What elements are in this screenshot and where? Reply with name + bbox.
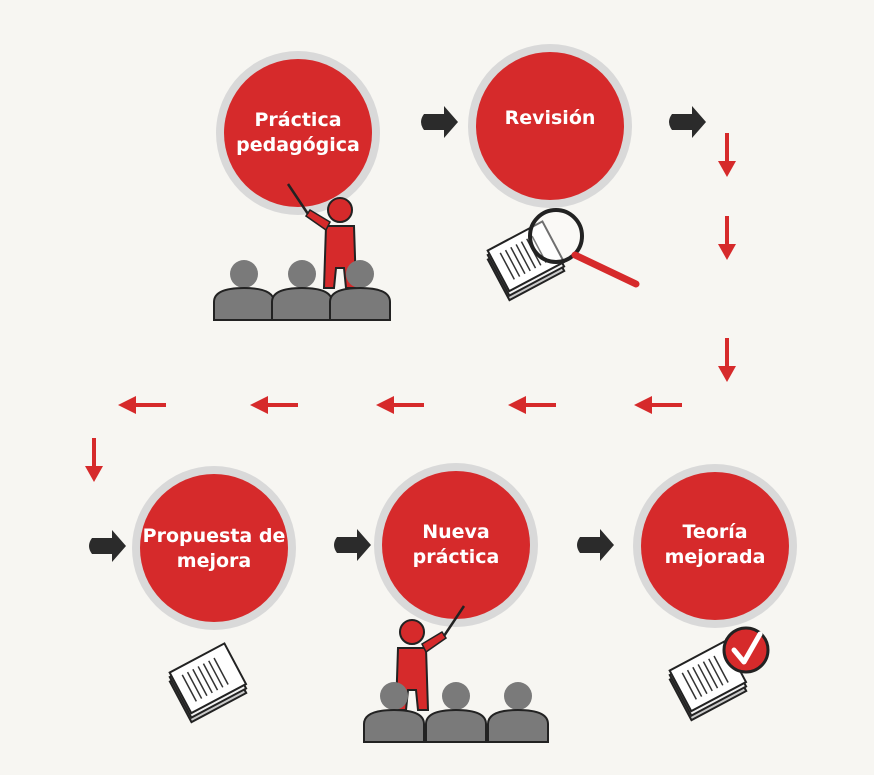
red-arrow-down-icon	[716, 336, 738, 384]
red-arrow-left-icon	[248, 394, 300, 416]
node-propuesta-de-mejora	[132, 466, 296, 630]
document-icon	[168, 642, 248, 724]
connector-arrow-icon	[334, 529, 371, 561]
connector-arrow-icon	[577, 529, 614, 561]
red-arrow-left-icon	[632, 394, 684, 416]
red-arrow-down-icon	[716, 214, 738, 262]
node-label-propuesta-de-mejora: Propuesta de mejora	[142, 525, 286, 572]
red-arrow-down-icon	[716, 131, 738, 179]
node-label-practica-pedagogica: Práctica pedagógica	[236, 109, 360, 156]
node-revision	[468, 44, 632, 208]
node-label-nueva-practica: Nueva práctica	[412, 521, 500, 568]
teacher-with-audience-icon	[213, 182, 391, 321]
red-arrow-left-icon	[116, 394, 168, 416]
node-teoria-mejorada	[633, 464, 797, 628]
connector-arrow-icon	[89, 530, 126, 562]
node-nueva-practica	[374, 463, 538, 627]
red-arrow-left-icon	[374, 394, 426, 416]
node-practica-pedagogica	[216, 51, 380, 215]
node-label-revision: Revisión	[504, 107, 596, 129]
document-magnifier-icon	[486, 208, 640, 302]
node-label-teoria-mejorada: Teoría mejorada	[664, 521, 766, 568]
red-arrow-down-icon	[83, 436, 105, 484]
document-checkmark-icon	[668, 626, 770, 722]
connector-arrow-icon	[421, 106, 458, 138]
connector-arrow-icon	[669, 106, 706, 138]
red-arrow-left-icon	[506, 394, 558, 416]
